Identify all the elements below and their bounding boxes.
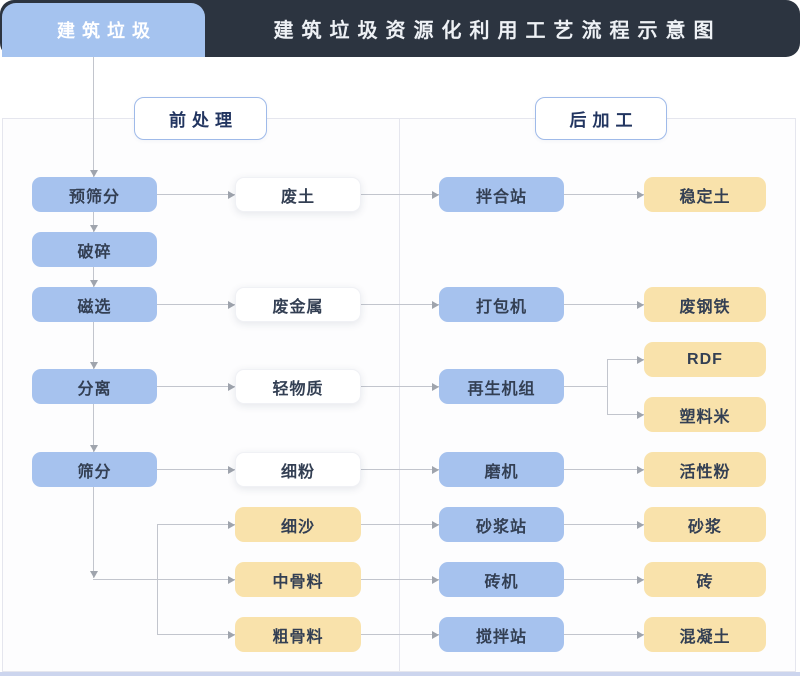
flow-connector <box>93 487 94 578</box>
flow-connector <box>93 267 94 287</box>
node-scrap-steel: 废钢铁 <box>644 287 766 322</box>
node-mixing-plant: 拌合站 <box>439 177 564 212</box>
flow-connector <box>607 414 644 415</box>
arrow-right-icon <box>432 465 439 474</box>
node-brick-machine: 砖机 <box>439 562 564 597</box>
arrow-right-icon <box>637 465 644 474</box>
source-tab-construction-waste: 建筑垃圾 <box>2 3 205 57</box>
arrow-right-icon <box>637 410 644 419</box>
arrow-right-icon <box>228 300 235 309</box>
arrow-right-icon <box>637 355 644 364</box>
arrow-right-icon <box>432 300 439 309</box>
arrow-right-icon <box>228 465 235 474</box>
flow-connector <box>361 579 439 580</box>
node-rdf: RDF <box>644 342 766 377</box>
arrow-down-icon <box>89 225 98 232</box>
flow-connector <box>564 304 644 305</box>
flow-connector <box>157 194 235 195</box>
arrow-down-icon <box>89 571 98 578</box>
arrow-right-icon <box>432 382 439 391</box>
node-concrete: 混凝土 <box>644 617 766 652</box>
arrow-right-icon <box>432 575 439 584</box>
flow-connector <box>564 194 644 195</box>
node-waste-soil: 废土 <box>235 177 361 212</box>
node-crushing: 破碎 <box>32 232 157 267</box>
node-stirring-station: 搅拌站 <box>439 617 564 652</box>
arrow-right-icon <box>228 575 235 584</box>
arrow-down-icon <box>89 170 98 177</box>
node-magnetic-separation: 磁选 <box>32 287 157 322</box>
node-fine-sand: 细沙 <box>235 507 361 542</box>
flow-connector <box>157 386 235 387</box>
node-waste-metal: 废金属 <box>235 287 361 322</box>
flow-connector <box>157 634 235 635</box>
flow-connector <box>157 524 158 634</box>
flow-connector <box>361 469 439 470</box>
flow-connector <box>93 322 94 369</box>
node-mortar-station: 砂浆站 <box>439 507 564 542</box>
arrow-right-icon <box>228 382 235 391</box>
flow-connector <box>361 386 439 387</box>
flow-connector <box>157 524 235 525</box>
flow-connector <box>607 359 644 360</box>
flow-connector <box>564 524 644 525</box>
arrow-down-icon <box>89 280 98 287</box>
node-active-powder: 活性粉 <box>644 452 766 487</box>
section-label-postprocessing: 后加工 <box>535 97 667 140</box>
node-mortar: 砂浆 <box>644 507 766 542</box>
node-separation: 分离 <box>32 369 157 404</box>
flow-connector <box>607 359 608 414</box>
arrow-right-icon <box>432 190 439 199</box>
section-label-pretreatment: 前处理 <box>134 97 267 140</box>
arrow-right-icon <box>637 575 644 584</box>
flow-connector <box>564 634 644 635</box>
node-plastic-pellets: 塑料米 <box>644 397 766 432</box>
node-fine-powder: 细粉 <box>235 452 361 487</box>
arrow-right-icon <box>432 520 439 529</box>
flow-connector <box>564 386 607 387</box>
bottom-accent-bar <box>0 672 800 676</box>
page-title: 建筑垃圾资源化利用工艺流程示意图 <box>273 20 722 42</box>
arrow-right-icon <box>637 630 644 639</box>
flow-connector <box>564 469 644 470</box>
arrow-right-icon <box>432 630 439 639</box>
arrow-down-icon <box>89 445 98 452</box>
arrow-right-icon <box>228 520 235 529</box>
node-medium-aggregate: 中骨料 <box>235 562 361 597</box>
flow-connector <box>93 57 94 177</box>
arrow-right-icon <box>637 520 644 529</box>
arrow-right-icon <box>228 190 235 199</box>
flow-connector <box>93 212 94 232</box>
node-baler: 打包机 <box>439 287 564 322</box>
arrow-right-icon <box>228 630 235 639</box>
arrow-right-icon <box>637 190 644 199</box>
node-pre-screening: 预筛分 <box>32 177 157 212</box>
node-brick: 砖 <box>644 562 766 597</box>
flow-connector <box>361 634 439 635</box>
flow-connector <box>93 579 235 580</box>
flow-connector <box>157 304 235 305</box>
arrow-down-icon <box>89 362 98 369</box>
flow-connector <box>564 579 644 580</box>
arrow-right-icon <box>637 300 644 309</box>
flow-connector <box>93 404 94 452</box>
node-screening: 筛分 <box>32 452 157 487</box>
flow-connector <box>361 304 439 305</box>
flow-connector <box>361 194 439 195</box>
flow-connector <box>157 469 235 470</box>
node-stabilized-soil: 稳定土 <box>644 177 766 212</box>
section-divider-line <box>399 118 400 672</box>
flow-connector <box>361 524 439 525</box>
node-coarse-aggregate: 粗骨料 <box>235 617 361 652</box>
node-mill: 磨机 <box>439 452 564 487</box>
node-light-material: 轻物质 <box>235 369 361 404</box>
node-regeneration-unit: 再生机组 <box>439 369 564 404</box>
